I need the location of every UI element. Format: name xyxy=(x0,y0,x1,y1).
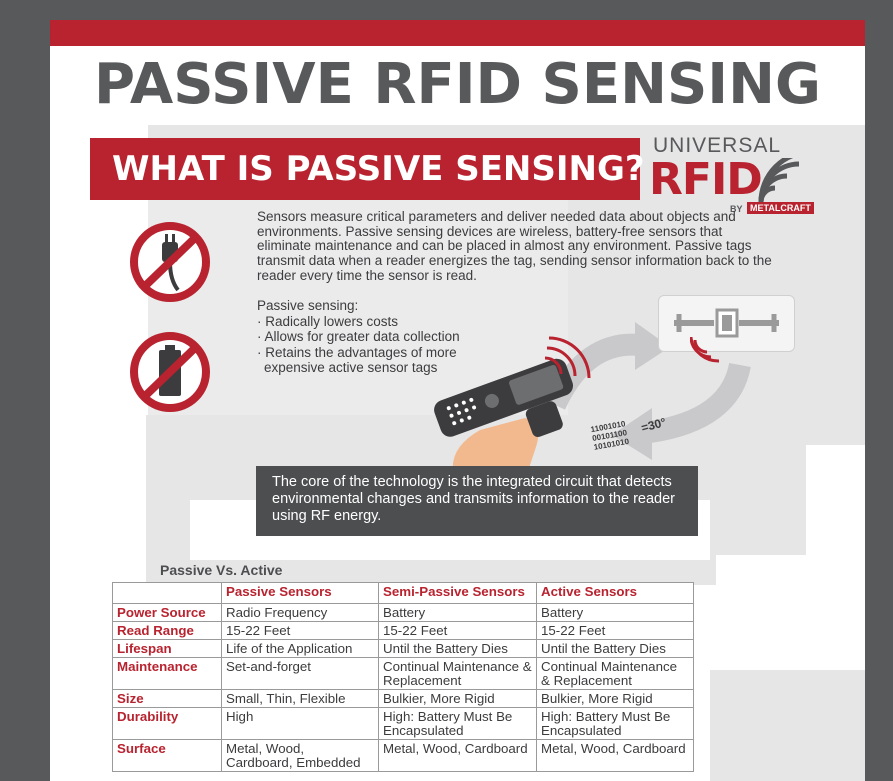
list-item: · Radically lowers costs xyxy=(257,313,399,329)
table-header-row: Passive Sensors Semi-Passive Sensors Act… xyxy=(112,582,694,604)
table-row: Durability High High: Battery Must Be En… xyxy=(112,707,694,740)
table-cell: Metal, Wood, Cardboard xyxy=(378,739,537,772)
handheld-reader-icon xyxy=(434,336,591,480)
table-row: Power Source Radio Frequency Battery Bat… xyxy=(112,603,694,622)
table-cell: 15-22 Feet xyxy=(378,621,537,640)
row-label: Lifespan xyxy=(112,639,222,658)
table-cell: Set-and-forget xyxy=(221,657,379,690)
list-item: · Allows for greater data collection xyxy=(257,329,460,344)
table-cell: Continual Maintenance & Replacement xyxy=(536,657,694,690)
table-cell: Life of the Application xyxy=(221,639,379,658)
tag-antenna-icon xyxy=(674,308,779,338)
tag-signal-icon xyxy=(690,336,720,363)
table-cell: Bulkier, More Rigid xyxy=(536,689,694,708)
table-cell: Radio Frequency xyxy=(221,603,379,622)
logo-by: BY xyxy=(730,204,743,214)
section-title: WHAT IS PASSIVE SENSING? xyxy=(112,149,645,189)
table-cell: High: Battery Must Be Encapsulated xyxy=(378,707,537,740)
section-banner: WHAT IS PASSIVE SENSING? xyxy=(90,138,645,200)
top-accent-bar xyxy=(50,20,865,46)
no-battery-icon xyxy=(130,332,210,412)
backdrop-panel-corner xyxy=(710,670,865,781)
table-cell: Battery xyxy=(378,603,537,622)
benefits-intro: Passive sensing: xyxy=(257,298,359,313)
table-cell: High xyxy=(221,707,379,740)
table-row: Size Small, Thin, Flexible Bulkier, More… xyxy=(112,689,694,708)
comparison-heading: Passive Vs. Active xyxy=(160,562,283,578)
row-label: Power Source xyxy=(112,603,222,622)
table-cell: Metal, Wood, Cardboard, Embedded xyxy=(221,739,379,772)
logo-line1: UNIVERSAL xyxy=(653,134,782,157)
table-row: Read Range 15-22 Feet 15-22 Feet 15-22 F… xyxy=(112,621,694,640)
table-cell: Continual Maintenance & Replacement xyxy=(378,657,537,690)
benefits-list: Passive sensing: · Radically lowers cost… xyxy=(257,298,517,376)
column-header: Active Sensors xyxy=(536,582,694,604)
row-label: Surface xyxy=(112,739,222,772)
table-cell: Bulkier, More Rigid xyxy=(378,689,537,708)
row-label: Maintenance xyxy=(112,657,222,690)
comparison-table: Passive Sensors Semi-Passive Sensors Act… xyxy=(112,582,694,772)
list-item: · Retains the advantages of more xyxy=(257,344,457,360)
table-cell: Until the Battery Dies xyxy=(536,639,694,658)
row-label: Durability xyxy=(112,707,222,740)
universal-rfid-logo: UNIVERSAL RFID BY METALCRAFT xyxy=(645,132,835,222)
signal-waves-icon xyxy=(758,158,800,203)
table-cell: 15-22 Feet xyxy=(221,621,379,640)
backdrop-panel-table-header xyxy=(146,555,716,585)
no-plug-icon xyxy=(130,222,210,302)
table-cell: Until the Battery Dies xyxy=(378,639,537,658)
logo-line2: RFID xyxy=(649,154,763,205)
table-cell: Battery xyxy=(536,603,694,622)
table-cell: High: Battery Must Be Encapsulated xyxy=(536,707,694,740)
callout-text: The core of the technology is the integr… xyxy=(272,474,675,524)
table-row: Surface Metal, Wood, Cardboard, Embedded… xyxy=(112,739,694,772)
column-header: Semi-Passive Sensors xyxy=(378,582,537,604)
arrow-return-icon xyxy=(612,362,751,460)
table-cell: 15-22 Feet xyxy=(536,621,694,640)
table-row: Lifespan Life of the Application Until t… xyxy=(112,639,694,658)
description-text: Sensors measure critical parameters and … xyxy=(257,209,772,283)
logo-brand: METALCRAFT xyxy=(747,202,814,214)
rfid-tag-icon xyxy=(658,295,795,352)
row-label: Read Range xyxy=(112,621,222,640)
table-cell: Small, Thin, Flexible xyxy=(221,689,379,708)
infographic-page: PASSIVE RFID SENSING WHAT IS PASSIVE SEN… xyxy=(50,20,865,781)
page-title: PASSIVE RFID SENSING xyxy=(94,52,821,117)
column-header xyxy=(112,582,222,604)
callout-box: The core of the technology is the integr… xyxy=(256,466,698,536)
column-header: Passive Sensors xyxy=(221,582,379,604)
list-item: expensive active sensor tags xyxy=(264,360,438,375)
table-cell: Metal, Wood, Cardboard xyxy=(536,739,694,772)
row-label: Size xyxy=(112,689,222,708)
table-row: Maintenance Set-and-forget Continual Mai… xyxy=(112,657,694,690)
